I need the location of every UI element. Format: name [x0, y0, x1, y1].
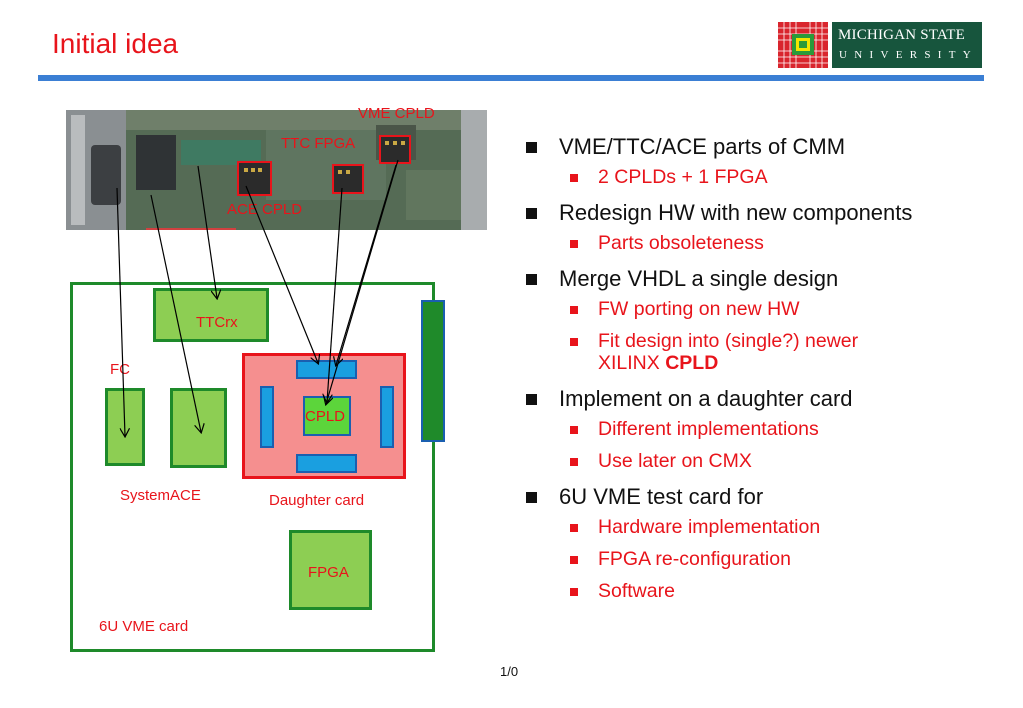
sub-bullet-5-3: Software — [524, 580, 1004, 602]
label-fc: FC — [110, 361, 130, 378]
fc-box — [105, 388, 145, 466]
bullet-5: 6U VME test card for — [524, 484, 1004, 510]
slide-title: Initial idea — [52, 28, 179, 59]
msu-wordmark: MICHIGAN STATE UNIVERSITY — [832, 22, 982, 68]
vme-connector — [421, 300, 445, 442]
label-ace-cpld: ACE CPLD — [227, 201, 303, 218]
label-ttcrx: TTCrx — [196, 314, 238, 331]
fpga-box — [289, 530, 372, 610]
fit-bullet-bold: CPLD — [665, 352, 719, 374]
label-fpga: FPGA — [308, 564, 349, 581]
daughter-top-block — [296, 360, 357, 379]
sub-bullet-4-2: Use later on CMX — [524, 450, 1004, 472]
label-systemace: SystemACE — [120, 487, 201, 504]
bullet-list: VME/TTC/ACE parts of CMM 2 CPLDs + 1 FPG… — [524, 134, 1004, 614]
sub-bullet-3-1: FW porting on new HW — [524, 298, 1004, 320]
sub-bullet-3-2: Fit design into (single?) newer XILINX C… — [524, 330, 1004, 374]
sub-bullet-5-1: Hardware implementation — [524, 516, 1004, 538]
sub-bullet-1-1: 2 CPLDs + 1 FPGA — [524, 166, 1004, 188]
title-rule — [38, 75, 984, 81]
msu-grid-logo — [778, 22, 828, 68]
daughter-left-block — [260, 386, 274, 448]
label-vme-cpld: VME CPLD — [358, 105, 435, 122]
sub-bullet-2-1: Parts obsoleteness — [524, 232, 1004, 254]
label-ttc-fpga: TTC FPGA — [281, 135, 356, 152]
label-cpld: CPLD — [305, 408, 346, 425]
sub-bullet-5-2: FPGA re-configuration — [524, 548, 1004, 570]
sub-bullet-4-1: Different implementations — [524, 418, 1004, 440]
daughter-right-block — [380, 386, 394, 448]
page-number: 1/0 — [500, 664, 519, 679]
systemace-box — [170, 388, 227, 468]
bullet-3: Merge VHDL a single design — [524, 266, 1004, 292]
daughter-bottom-block — [296, 454, 357, 473]
fit-bullet-line2: XILINX — [598, 352, 666, 374]
fit-bullet-prefix: Fit design into (single?) newer — [598, 330, 859, 352]
bullet-2: Redesign HW with new components — [524, 200, 1004, 226]
bullet-4: Implement on a daughter card — [524, 386, 1004, 412]
label-daughter-card: Daughter card — [269, 492, 365, 509]
bullet-1: VME/TTC/ACE parts of CMM — [524, 134, 1004, 160]
msu-university: UNIVERSITY — [839, 49, 978, 61]
msu-name: MICHIGAN STATE — [838, 27, 966, 43]
label-vme-card: 6U VME card — [99, 618, 189, 635]
